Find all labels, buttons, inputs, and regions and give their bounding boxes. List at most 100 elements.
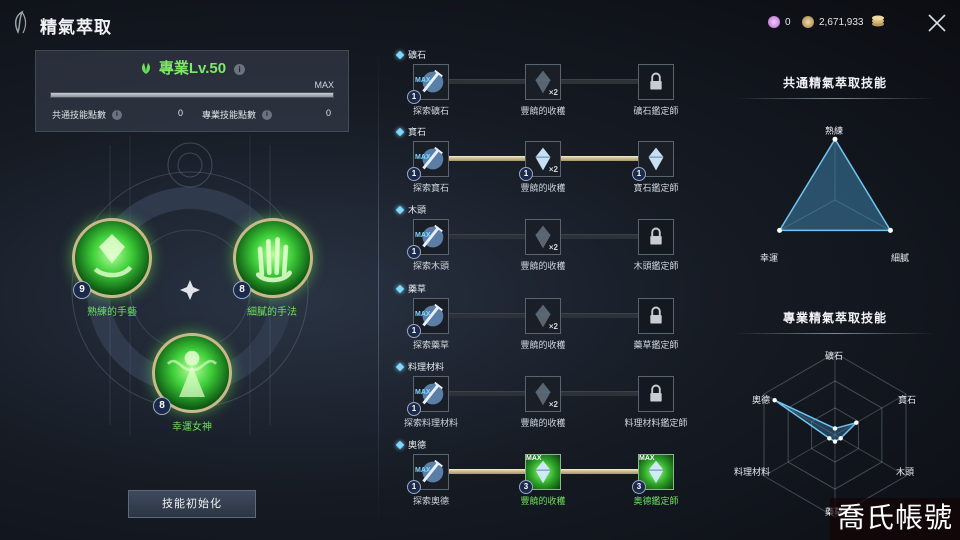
appraiser-icon <box>648 147 664 171</box>
crystal-icon <box>768 16 780 28</box>
max-tag: MAX <box>639 455 655 462</box>
profession-progress-fill <box>51 93 333 97</box>
tree-name: 料理材料 <box>408 362 445 372</box>
node-name: 探索木頭 <box>412 261 449 271</box>
common-points: 共通技能點數 i <box>52 108 123 121</box>
radar-label: 礦石 <box>825 351 844 361</box>
pickaxe-icon <box>422 224 444 248</box>
crystal-currency: 0 <box>768 16 791 28</box>
info-icon[interactable]: i <box>112 109 123 120</box>
node-name: 奧德鑑定師 <box>633 496 679 506</box>
node-name: 木頭鑑定師 <box>633 261 679 271</box>
close-icon[interactable] <box>926 12 948 34</box>
skill-node[interactable] <box>638 298 674 334</box>
radar-point <box>777 227 783 233</box>
radar-label: 料理材料 <box>734 467 771 477</box>
skill-node[interactable] <box>638 219 674 255</box>
pickaxe-icon <box>422 459 444 483</box>
radar-label: 細膩 <box>891 253 910 263</box>
skill-node[interactable]: MAX <box>413 376 449 412</box>
max-tag: MAX <box>415 154 431 161</box>
harvest-icon <box>535 147 551 171</box>
tree-link <box>561 156 638 161</box>
profession-level: 專業Lv.50 i <box>36 57 348 78</box>
max-tag: MAX <box>415 389 431 396</box>
skill-level-badge: 8 <box>233 281 251 299</box>
tree-divider <box>378 48 379 528</box>
radar-point <box>832 136 838 142</box>
skill-node[interactable]: ×2 <box>525 219 561 255</box>
harvest-icon <box>535 382 551 406</box>
node-name: 料理材料鑑定師 <box>624 418 688 428</box>
common-points-label: 共通技能點數 <box>52 110 107 120</box>
tree-link <box>449 234 525 239</box>
skill-node[interactable]: ×2 <box>525 64 561 100</box>
reset-skills-button[interactable]: 技能初始化 <box>128 490 256 518</box>
node-level-badge: 3 <box>632 480 646 494</box>
skill-level-badge: 9 <box>73 281 91 299</box>
profession-level-label: 專業Lv.50 <box>158 60 227 77</box>
tree-link <box>449 79 525 84</box>
harvest-icon <box>535 304 551 328</box>
tree-name: 寶石 <box>408 127 427 137</box>
skill-node[interactable] <box>638 64 674 100</box>
coin-stack-icon[interactable] <box>870 14 886 28</box>
silver-currency: 2,671,933 <box>802 16 864 28</box>
tree-link <box>561 234 638 239</box>
tree-header: 奧德 <box>395 438 426 451</box>
max-tag: MAX <box>415 467 431 474</box>
common-points-value: 0 <box>178 108 184 118</box>
tree-header: 礦石 <box>395 48 426 61</box>
skill-node[interactable]: ×2 <box>525 298 561 334</box>
radar-point <box>832 439 838 444</box>
pickaxe-icon <box>422 381 444 405</box>
radar-label: 幸運 <box>760 253 779 263</box>
diamond-bullet-icon <box>395 205 405 214</box>
profession-max-label: MAX <box>314 80 334 90</box>
tree-link <box>449 313 525 318</box>
lock-icon <box>650 72 662 90</box>
radar-point <box>887 227 893 233</box>
lock-icon <box>650 227 662 245</box>
node-level-badge: 1 <box>519 167 533 181</box>
node-name: 礦石鑑定師 <box>633 106 679 116</box>
multiplier-tag: ×2 <box>548 165 558 174</box>
node-level-badge: 1 <box>407 402 421 416</box>
skill-orb-proficiency[interactable] <box>72 218 152 298</box>
radar-axis <box>834 199 891 231</box>
node-name: 探索藥草 <box>412 340 449 350</box>
profession-logo-icon <box>14 10 27 34</box>
info-icon[interactable]: i <box>262 109 273 120</box>
diamond-bullet-icon <box>395 440 405 449</box>
radar-label: 木頭 <box>896 467 915 477</box>
skill-node[interactable] <box>638 376 674 412</box>
diamond-bullet-icon <box>395 127 405 136</box>
radar-axis <box>763 434 836 477</box>
pro-points-value: 0 <box>326 108 332 118</box>
lock-icon <box>650 384 662 402</box>
radar-point <box>832 426 838 431</box>
appraiser-icon <box>648 460 664 484</box>
multiplier-tag: ×2 <box>548 400 558 409</box>
radar-axis <box>834 434 907 477</box>
node-level-badge: 1 <box>407 480 421 494</box>
multiplier-tag: ×2 <box>548 322 558 331</box>
watermark: 喬氏帳號 <box>830 498 960 540</box>
skill-node[interactable]: MAX <box>413 141 449 177</box>
divider <box>735 98 935 99</box>
skill-node[interactable]: ×2 <box>525 376 561 412</box>
multiplier-tag: ×2 <box>548 243 558 252</box>
radar-common-chart <box>777 136 893 233</box>
tree-link <box>449 391 525 396</box>
lock-icon <box>650 306 662 324</box>
tree-link <box>561 391 638 396</box>
open-hand-icon <box>255 237 292 283</box>
radar-area <box>778 137 892 232</box>
info-icon[interactable]: i <box>234 64 246 75</box>
radar-pro-title: 專業精氣萃取技能 <box>782 311 887 325</box>
node-name: 豐饒的收穫 <box>520 183 566 193</box>
crystal-value: 0 <box>785 16 791 28</box>
skill-name: 熟練的手藝 <box>87 307 137 318</box>
node-name: 藥草鑑定師 <box>633 340 679 350</box>
